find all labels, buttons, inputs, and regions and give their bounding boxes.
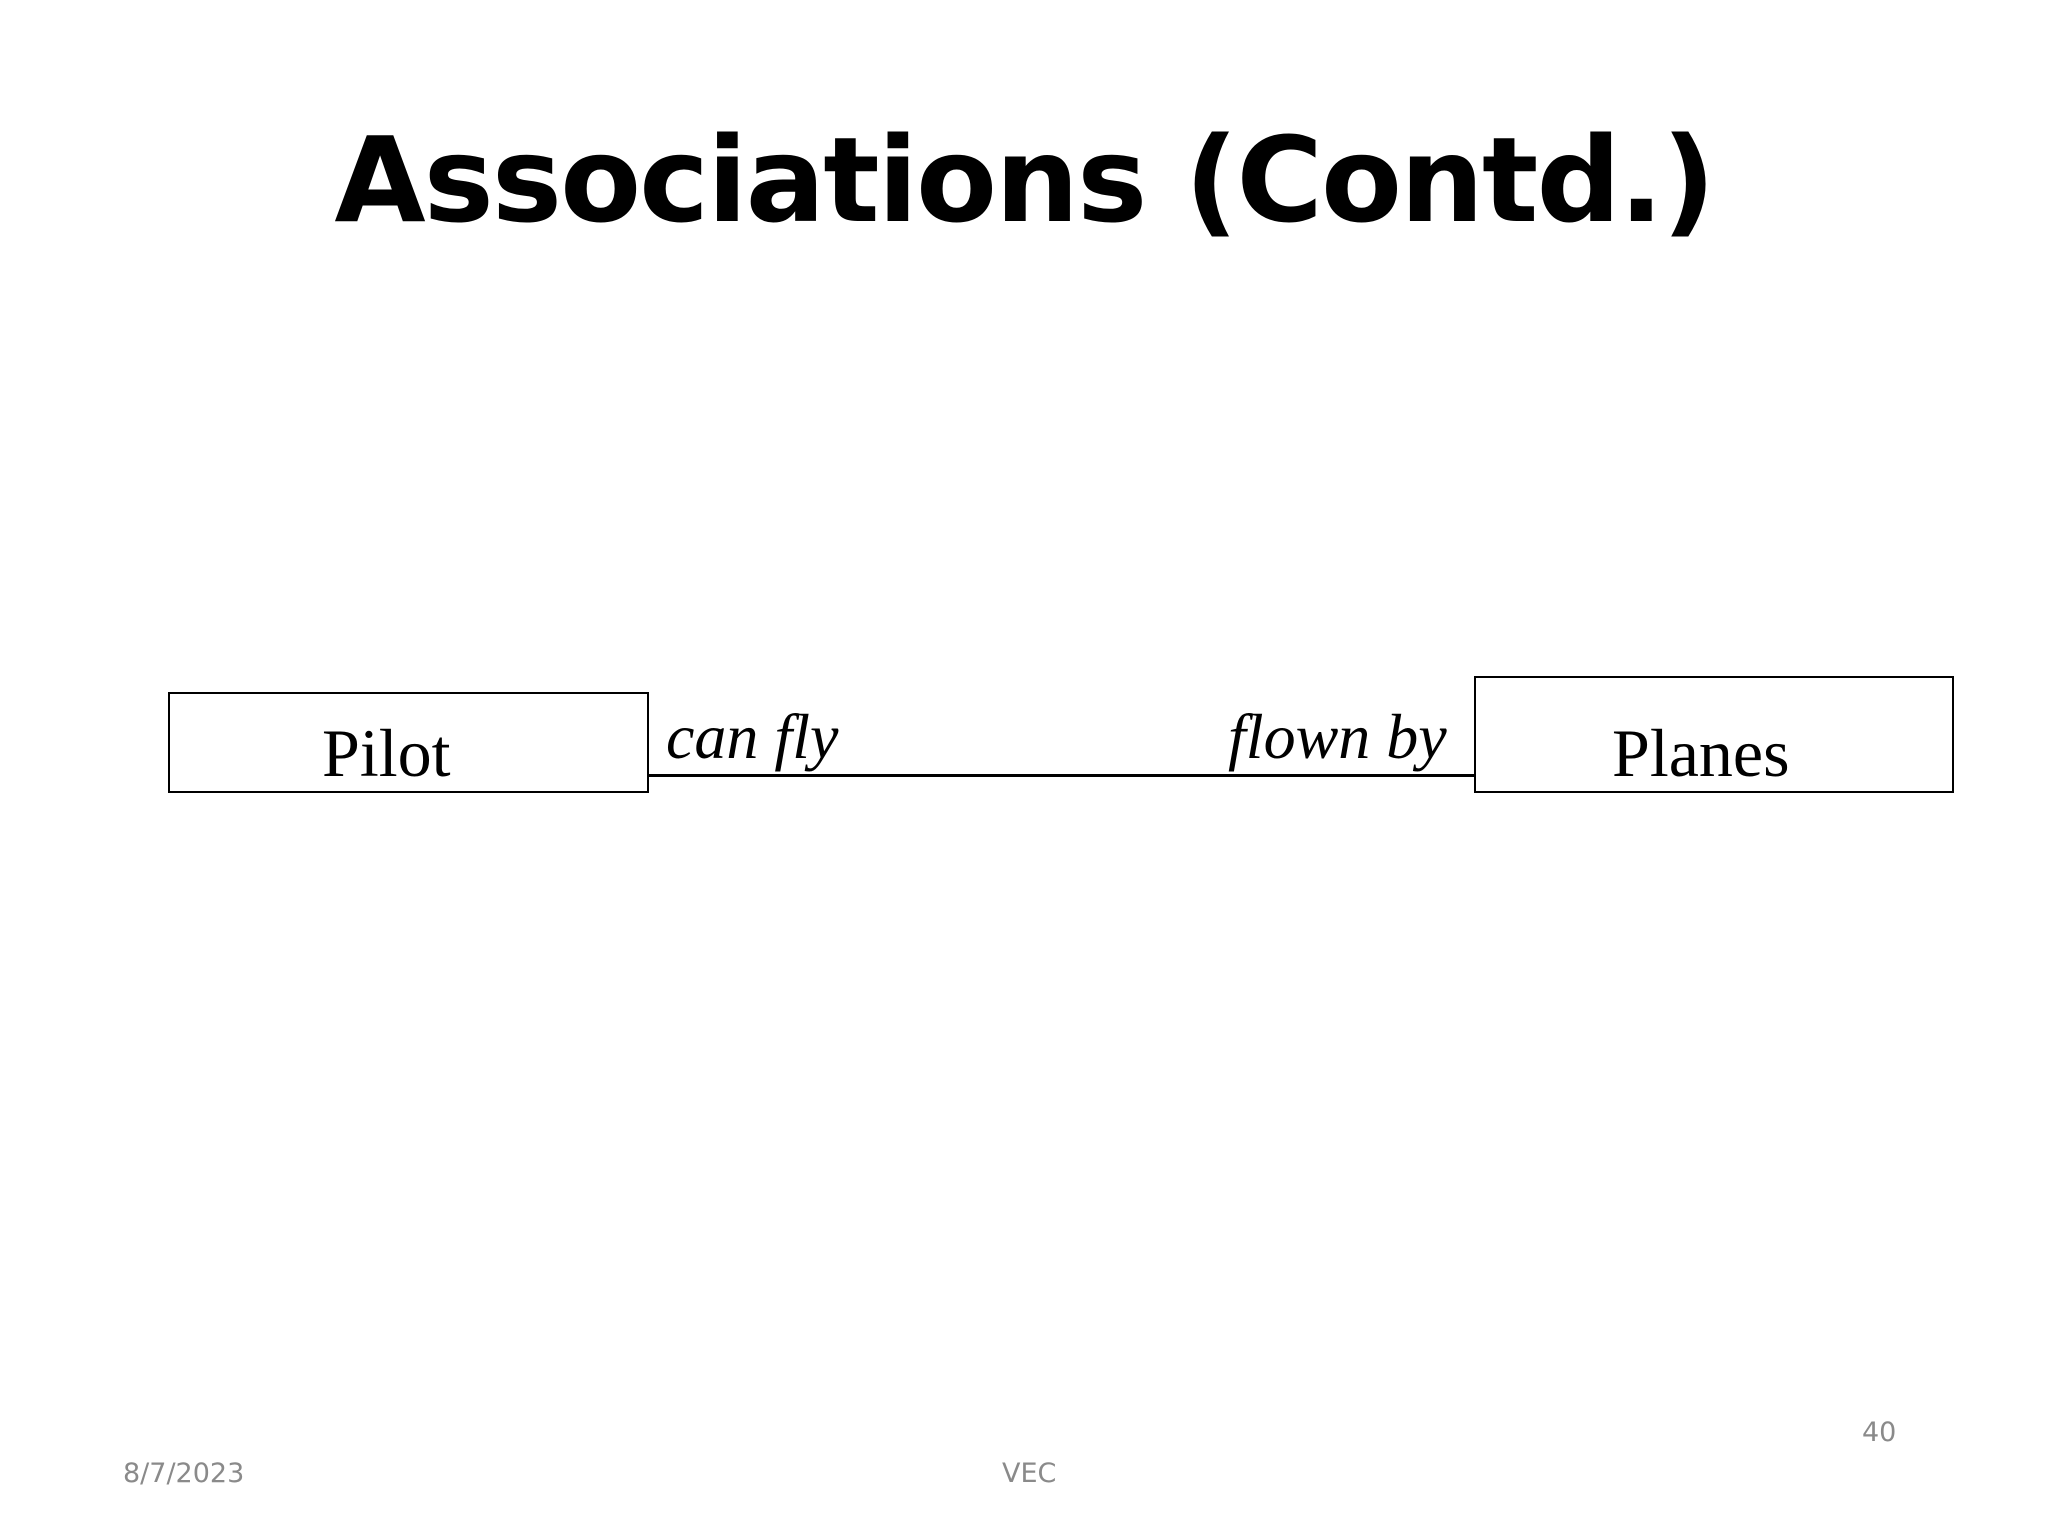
pilot-class-label: Pilot: [322, 715, 451, 791]
flown-by-role-label: flown by: [1228, 701, 1447, 772]
planes-class-box: [1474, 676, 1954, 793]
footer-center-text: VEC: [1002, 1458, 1057, 1489]
can-fly-role-label: can fly: [666, 701, 839, 772]
planes-class-label: Planes: [1612, 715, 1790, 791]
footer-date: 8/7/2023: [123, 1458, 245, 1489]
association-line: [648, 774, 1476, 777]
pilot-class-box: [168, 692, 649, 793]
slide-title: Associations (Contd.): [334, 111, 1715, 249]
page-number: 40: [1862, 1417, 1897, 1448]
